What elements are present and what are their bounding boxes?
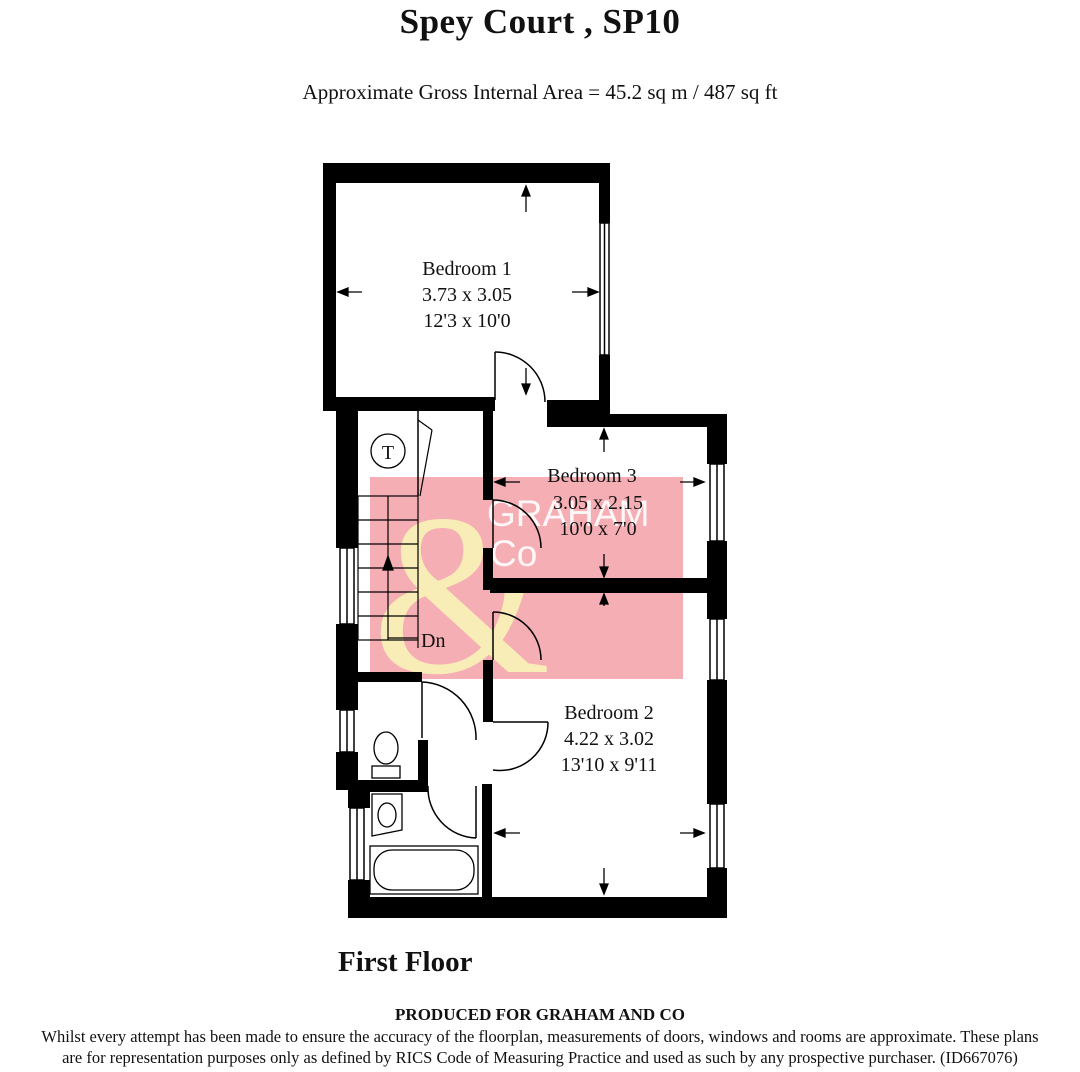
room-imperial: 10'0 x 7'0	[559, 518, 636, 540]
tank-circle	[370, 433, 406, 469]
floor-label: First Floor	[338, 946, 473, 978]
floor-plan: & GRAHAM Co	[323, 163, 727, 918]
bath-icon	[369, 845, 479, 895]
bathroom-fixtures	[369, 433, 479, 895]
walls	[323, 163, 727, 918]
stairs	[357, 419, 433, 648]
disclaimer-line-2: are for representation purposes only as …	[62, 1048, 1018, 1067]
room-imperial: 12'3 x 10'0	[423, 310, 510, 332]
windows	[339, 222, 725, 881]
room-name: Bedroom 3	[547, 465, 636, 487]
room-bedroom-2: Bedroom 2 4.22 x 3.02 13'10 x 9'11	[561, 702, 657, 776]
tank-label: T	[382, 442, 394, 464]
watermark-line2: Co	[490, 533, 537, 574]
disclaimer-line-1: Whilst every attempt has been made to en…	[41, 1027, 1039, 1046]
stairs-down-label: Dn	[421, 630, 445, 652]
toilet-bowl-icon	[373, 731, 399, 765]
watermark-line1: GRAHAM	[487, 493, 649, 534]
doors	[417, 351, 549, 839]
room-metric: 3.73 x 3.05	[422, 284, 512, 306]
gross-area-text: Approximate Gross Internal Area = 45.2 s…	[302, 80, 778, 104]
room-imperial: 13'10 x 9'11	[561, 754, 657, 776]
dimension-arrows	[336, 184, 706, 896]
room-metric: 3.05 x 2.15	[553, 492, 643, 514]
room-name: Bedroom 1	[422, 258, 511, 280]
room-name: Bedroom 2	[564, 702, 653, 724]
basin-icon	[371, 793, 403, 837]
room-metric: 4.22 x 3.02	[564, 728, 654, 750]
room-bedroom-1: Bedroom 1 3.73 x 3.05 12'3 x 10'0	[422, 258, 512, 332]
produced-for-text: PRODUCED FOR GRAHAM AND CO	[395, 1005, 685, 1024]
toilet-cistern-icon	[371, 765, 401, 779]
room-bedroom-3: Bedroom 3 3.05 x 2.15 10'0 x 7'0	[547, 465, 643, 540]
disclaimer: Whilst every attempt has been made to en…	[0, 1026, 1080, 1068]
page-title: Spey Court , SP10	[399, 2, 681, 41]
